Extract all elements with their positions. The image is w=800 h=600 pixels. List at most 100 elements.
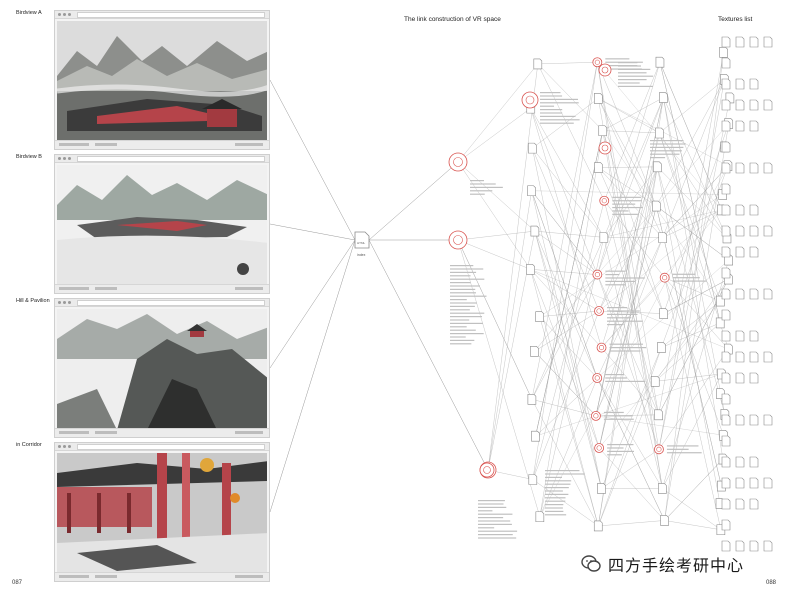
link-line bbox=[533, 62, 598, 479]
file-icon bbox=[722, 310, 730, 320]
link-line bbox=[458, 231, 535, 240]
link-line bbox=[659, 79, 724, 133]
link-line bbox=[655, 279, 728, 381]
link-line bbox=[534, 275, 597, 352]
page-node-icon bbox=[593, 270, 602, 279]
file-icon bbox=[722, 541, 730, 551]
file-icon bbox=[600, 232, 608, 242]
file-icon bbox=[736, 331, 744, 341]
file-icon bbox=[656, 57, 664, 67]
file-icon bbox=[652, 201, 660, 211]
link-line bbox=[660, 62, 722, 210]
link-line bbox=[531, 269, 598, 274]
file-icon bbox=[750, 415, 758, 425]
link-line bbox=[540, 378, 597, 517]
link-line bbox=[536, 378, 598, 436]
link-line bbox=[532, 399, 598, 526]
file-icon bbox=[722, 121, 730, 131]
file-icon bbox=[527, 264, 535, 274]
file-icon bbox=[722, 58, 730, 68]
file-listing bbox=[470, 180, 503, 195]
file-icon bbox=[722, 373, 730, 383]
page-node-icon bbox=[593, 373, 602, 382]
file-icon bbox=[764, 226, 772, 236]
page-node-icon bbox=[654, 445, 663, 454]
file-icon bbox=[764, 352, 772, 362]
file-icon bbox=[722, 205, 730, 215]
link-line bbox=[662, 488, 720, 529]
file-icon bbox=[750, 37, 758, 47]
link-line bbox=[599, 168, 664, 314]
link-line bbox=[458, 162, 535, 231]
file-listing bbox=[545, 470, 585, 515]
link-line bbox=[536, 374, 722, 436]
file-icon bbox=[536, 312, 544, 322]
file-icon bbox=[655, 410, 663, 420]
file-icon bbox=[736, 100, 744, 110]
file-icon bbox=[764, 37, 772, 47]
file-icon bbox=[722, 79, 730, 89]
file-icon bbox=[599, 126, 607, 136]
link-line bbox=[369, 240, 488, 470]
link-line bbox=[663, 210, 722, 238]
page-node-icon bbox=[449, 231, 467, 249]
file-icon bbox=[657, 343, 665, 353]
hub-node: HTML index bbox=[355, 232, 369, 257]
watermark-text: 四方手绘考研中心 bbox=[608, 552, 744, 576]
link-line bbox=[659, 133, 728, 349]
file-icon bbox=[722, 520, 730, 530]
file-icon bbox=[534, 59, 542, 69]
file-icon bbox=[750, 121, 758, 131]
link-line bbox=[458, 240, 540, 517]
link-line bbox=[532, 148, 599, 311]
link-line bbox=[598, 98, 662, 237]
file-icon bbox=[736, 499, 744, 509]
file-icon bbox=[750, 457, 758, 467]
file-icon bbox=[722, 415, 730, 425]
page-node-icon bbox=[660, 273, 669, 282]
file-icon bbox=[736, 373, 744, 383]
file-icon bbox=[722, 478, 730, 488]
link-line bbox=[596, 238, 663, 416]
link-line bbox=[661, 301, 720, 347]
link-line bbox=[540, 131, 603, 517]
file-listing bbox=[667, 445, 702, 453]
file-listing bbox=[618, 62, 653, 87]
file-icon bbox=[722, 289, 730, 299]
file-icon bbox=[722, 394, 730, 404]
file-icon bbox=[750, 247, 758, 257]
link-line bbox=[599, 448, 664, 520]
page-node-icon bbox=[599, 64, 611, 76]
file-icon bbox=[661, 515, 669, 525]
file-icon bbox=[595, 163, 603, 173]
link-line bbox=[597, 275, 659, 450]
file-icon bbox=[720, 47, 728, 57]
file-icon bbox=[651, 376, 659, 386]
file-icon bbox=[764, 541, 772, 551]
link-line bbox=[270, 240, 355, 368]
file-icon bbox=[722, 268, 730, 278]
file-listing bbox=[478, 500, 517, 539]
file-icon bbox=[594, 521, 602, 531]
link-line bbox=[597, 123, 728, 274]
page-node-icon bbox=[597, 343, 606, 352]
file-icon bbox=[722, 184, 730, 194]
file-icon bbox=[764, 478, 772, 488]
file-icon bbox=[750, 205, 758, 215]
file-icon bbox=[722, 37, 730, 47]
file-listing bbox=[540, 92, 580, 124]
file-icon bbox=[736, 37, 744, 47]
svg-text:HTML: HTML bbox=[357, 241, 365, 245]
link-line bbox=[458, 240, 531, 269]
link-line bbox=[661, 323, 720, 348]
link-line bbox=[531, 269, 600, 311]
file-icon bbox=[750, 79, 758, 89]
link-line bbox=[270, 224, 355, 240]
file-icon bbox=[528, 186, 536, 196]
link-nodes bbox=[449, 37, 772, 551]
hub-file-icon bbox=[355, 232, 369, 248]
file-icon bbox=[722, 163, 730, 173]
link-line bbox=[665, 459, 723, 520]
link-line bbox=[538, 62, 598, 64]
link-line bbox=[369, 162, 458, 240]
